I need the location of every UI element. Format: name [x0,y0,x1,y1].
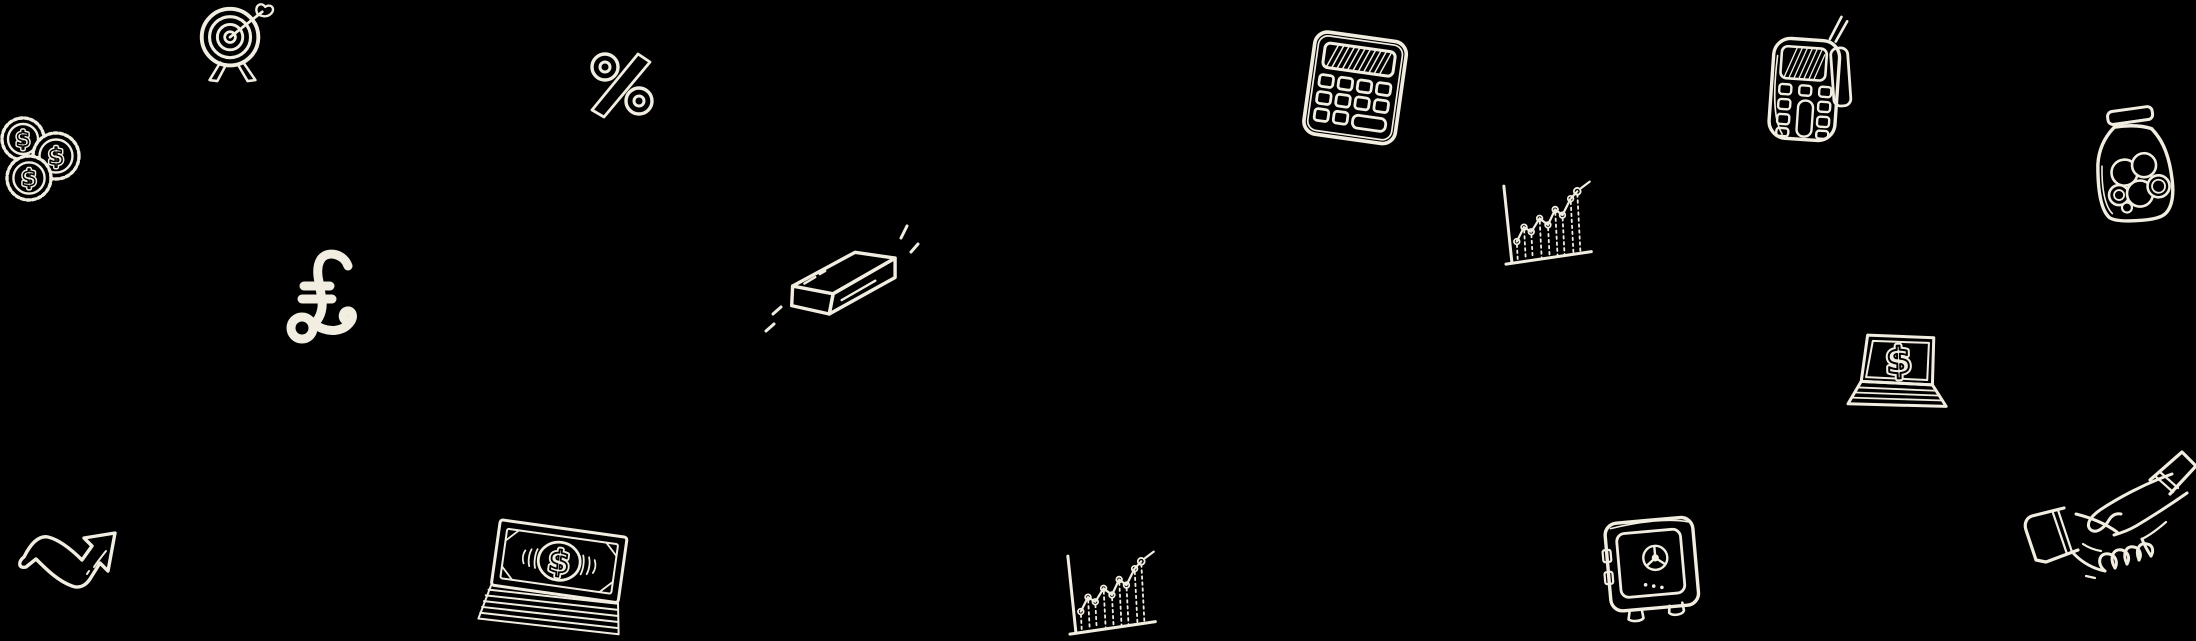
line-chart-top-icon [1494,177,1599,274]
handshake-icon [2023,450,2196,586]
percent-slash [590,52,652,119]
chart-axes [1502,184,1593,266]
left-sleeve [2023,506,2080,564]
arrow-detail-lines [86,550,107,575]
calculator-keys [1312,73,1393,133]
dollar-coins-icon: $ $ $ $ $ $ [0,112,84,204]
gold-ingot [789,250,897,316]
phone-body [1767,36,1842,143]
calculator-screen [1321,41,1397,78]
phone-keypad [1775,82,1833,141]
phone-screen [1779,44,1829,82]
safe-body [1603,515,1701,613]
chart-drop-lines [1080,563,1146,632]
svg-text:$: $ [16,127,30,151]
svg-text:$: $ [546,544,572,582]
clasped-hands [2072,472,2189,580]
laptop-screen: $ $ [1859,333,1936,387]
chart-line [1515,190,1579,243]
gold-bar-icon [762,212,920,334]
jar-coins [2107,151,2171,214]
line-chart-bottom-icon [1058,547,1163,641]
phone-side-pack [1829,46,1853,108]
pound-outline [286,249,357,344]
mobile-phone-icon [1764,14,1860,146]
calculator-body [1302,30,1409,146]
target-arrow-icon [186,2,278,84]
safe-dial [1642,544,1669,572]
laptop-base [1846,379,1948,408]
coin-3: $ $ [5,154,53,202]
percent-icon [586,50,658,119]
target-rings [199,6,261,68]
phone-antenna [1828,15,1849,43]
chart-markers [1513,187,1582,246]
svg-text:$: $ [22,167,37,191]
bill-tick-marks [521,548,597,576]
jar-lid [2106,105,2155,126]
calculator-icon [1300,30,1412,148]
safe-feet [1627,601,1686,623]
bill-seal [536,540,582,582]
svg-text:$: $ [48,145,63,170]
svg-text:$: $ [16,127,30,151]
percent-top-ring [590,52,620,82]
top-bill: $ $ [490,518,629,604]
jar-body [2096,124,2175,223]
safe-door [1615,527,1687,599]
laptop-dollar-icon: $ $ [1843,328,1954,420]
arrow-outline [18,531,117,589]
bill-stack [477,583,620,636]
chart-axes [1066,554,1157,636]
growth-arrow-icon [18,505,140,591]
coin-jar-icon [2088,104,2178,226]
sparkle-lines [764,224,920,333]
svg-text:$: $ [48,145,63,170]
pound-sterling-icon [284,246,368,348]
dart-arrow [228,3,275,39]
money-stack-icon: $ $ [477,518,634,641]
safe-icon [1601,510,1706,623]
laptop-dollar-glyph: $ [1885,341,1911,383]
percent-bottom-ring [624,86,654,116]
chart-line [1079,560,1143,613]
chart-markers [1077,557,1146,616]
target-stand [208,60,257,83]
svg-text:$: $ [1885,341,1911,383]
chart-drop-lines [1516,193,1582,262]
safe-dots [1643,583,1664,590]
svg-text:$: $ [22,167,37,191]
